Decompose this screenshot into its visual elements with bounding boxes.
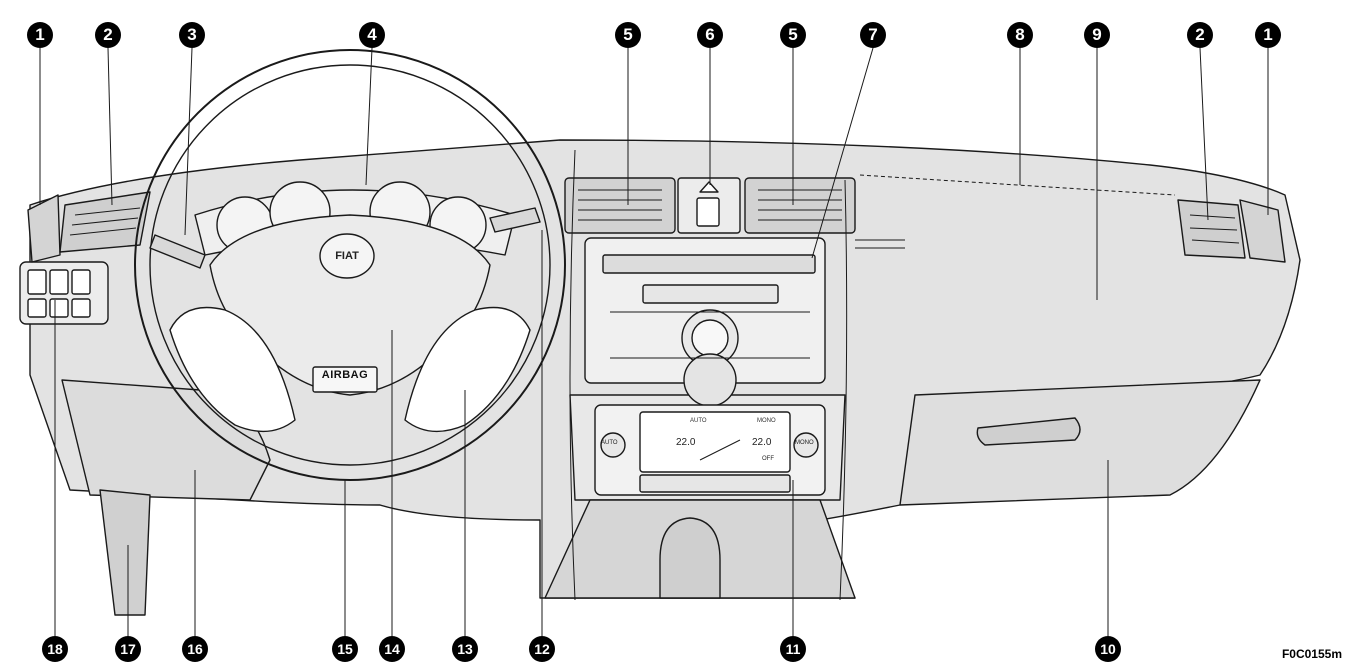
callout-top-8: 7 [860,22,886,48]
figure-code: F0C0155m [1281,647,1342,661]
callout-bottom-9: 10 [1095,636,1121,662]
fiat-logo [319,233,375,279]
callout-bottom-5: 14 [379,636,405,662]
callout-top-2: 2 [95,22,121,48]
spoke-left-opening [169,306,296,433]
callout-bottom-8: 11 [780,636,806,662]
glove-box-handle [976,417,1081,446]
callout-top-10: 9 [1084,22,1110,48]
climate-mono-button-label: MONO [795,440,814,446]
callout-bottom-4: 15 [332,636,358,662]
airbag-label: AIRBAG [321,369,369,381]
pedal [99,489,151,616]
callout-bottom-7: 12 [529,636,555,662]
center-vent-right [744,177,856,234]
center-vent-left [564,177,676,234]
callout-top-1: 1 [27,22,53,48]
lcd-temp-left: 22.0 [676,437,696,448]
callout-bottom-3: 16 [182,636,208,662]
callout-bottom-2: 17 [115,636,141,662]
callout-top-12: 1 [1255,22,1281,48]
callout-top-3: 3 [179,22,205,48]
callout-top-4: 4 [359,22,385,48]
right-side-vent [1239,199,1286,263]
fiat-logo-text: FIAT [335,250,359,262]
climate-off-button-label: OFF [762,456,774,462]
climate-auto-button-label: AUTO [601,440,618,446]
right-stalk [489,207,541,233]
callout-top-9: 8 [1007,22,1033,48]
glove-box [899,379,1261,506]
callout-top-7: 5 [780,22,806,48]
callout-top-5: 5 [615,22,641,48]
left-side-vent [27,194,61,263]
callout-top-6: 6 [697,22,723,48]
left-stalk [149,234,206,269]
callout-bottom-6: 13 [452,636,478,662]
callout-top-11: 2 [1187,22,1213,48]
lcd-mono-text: MONO [757,418,776,424]
callout-bottom-1: 18 [42,636,68,662]
lcd-auto-text: AUTO [690,418,707,424]
lcd-temp-right: 22.0 [752,437,772,448]
gear-knob [659,517,721,599]
steering-wheel-rim [134,49,566,481]
